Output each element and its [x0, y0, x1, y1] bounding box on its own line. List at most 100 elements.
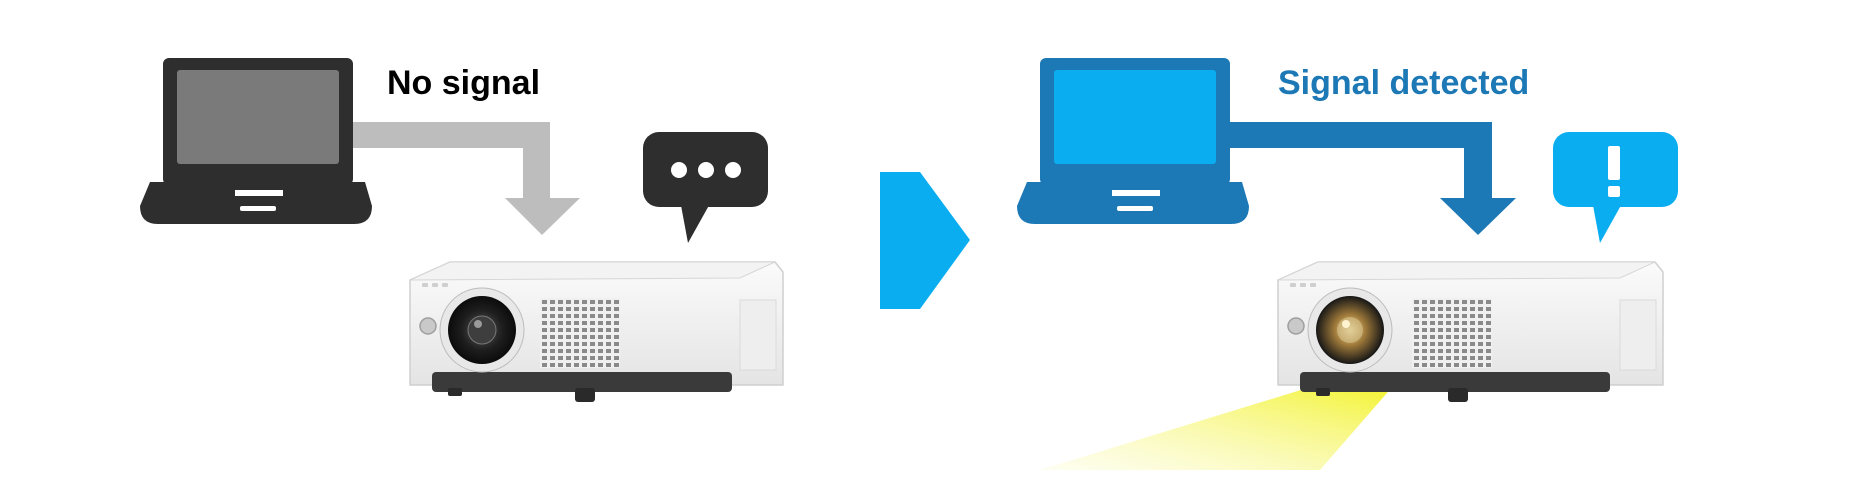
- vent-slot: [1454, 321, 1459, 325]
- vent-slot: [590, 363, 595, 367]
- vent-slot: [1462, 349, 1467, 353]
- vent-slot: [1462, 328, 1467, 332]
- vent-slot: [1414, 307, 1419, 311]
- vent-slot: [558, 314, 563, 318]
- vent-slot: [606, 356, 611, 360]
- vent-slot: [1430, 356, 1435, 360]
- vent-slot: [1430, 349, 1435, 353]
- vent-slot: [606, 300, 611, 304]
- vent-slot: [606, 328, 611, 332]
- vent-slot: [1478, 307, 1483, 311]
- vent-slot: [574, 321, 579, 325]
- vent-slot: [1462, 335, 1467, 339]
- vent-slot: [574, 349, 579, 353]
- status-label-no-signal: No signal: [387, 64, 541, 102]
- vent-slot: [566, 349, 571, 353]
- vent-slot: [558, 300, 563, 304]
- vent-slot: [1446, 349, 1451, 353]
- vent-slot: [1422, 356, 1427, 360]
- vent-slot: [614, 335, 619, 339]
- cable-arrow: [1230, 122, 1516, 235]
- vent-slot: [1422, 335, 1427, 339]
- touchpad: [240, 206, 276, 211]
- vent-slot: [1478, 300, 1483, 304]
- vent-slot: [582, 335, 587, 339]
- touchpad-slot: [235, 190, 283, 196]
- vent-slot: [1486, 300, 1491, 304]
- vent-slot: [1422, 314, 1427, 318]
- vent-slot: [614, 342, 619, 346]
- vent-slot: [582, 342, 587, 346]
- vent-slot: [558, 321, 563, 325]
- vent-slot: [558, 363, 563, 367]
- vent-slot: [1478, 349, 1483, 353]
- vent-slot: [1454, 314, 1459, 318]
- vent-slot: [606, 342, 611, 346]
- vent-slot: [598, 335, 603, 339]
- vent-slot: [1438, 300, 1443, 304]
- vent-slot: [1486, 342, 1491, 346]
- vent-slot: [1454, 307, 1459, 311]
- vent-slot: [1422, 342, 1427, 346]
- vent-slot: [1478, 356, 1483, 360]
- vent-slot: [1470, 300, 1475, 304]
- vent-slot: [606, 307, 611, 311]
- vent-slot: [598, 342, 603, 346]
- scene-signal-detected: [1017, 58, 1678, 470]
- vent-slot: [582, 321, 587, 325]
- vent-slot: [1486, 363, 1491, 367]
- vent-slot: [566, 335, 571, 339]
- vent-slot: [1438, 328, 1443, 332]
- scene-no-signal: [140, 58, 784, 402]
- vent-slot: [1454, 349, 1459, 353]
- vent-slot: [1486, 356, 1491, 360]
- vent-slot: [1430, 307, 1435, 311]
- vent-slot: [614, 363, 619, 367]
- vent-slot: [1462, 342, 1467, 346]
- vent-slot: [582, 307, 587, 311]
- vent-slot: [574, 335, 579, 339]
- vent-slot: [614, 314, 619, 318]
- vent-slot: [566, 321, 571, 325]
- vent-slot: [1486, 321, 1491, 325]
- projector: [1277, 261, 1664, 402]
- vent-slot: [1414, 328, 1419, 332]
- vent-slot: [590, 335, 595, 339]
- vent-slot: [574, 314, 579, 318]
- vent-slot: [590, 349, 595, 353]
- vent-slot: [1438, 335, 1443, 339]
- vent-slot: [1486, 349, 1491, 353]
- vent-slot: [566, 363, 571, 367]
- vent-slot: [614, 356, 619, 360]
- vent-slot: [1462, 321, 1467, 325]
- vent-slot: [1478, 363, 1483, 367]
- vent-slot: [590, 342, 595, 346]
- vent-slot: [1470, 321, 1475, 325]
- vent-slot: [614, 349, 619, 353]
- vent-slot: [590, 321, 595, 325]
- vent-slot: [1470, 328, 1475, 332]
- vent-slot: [574, 307, 579, 311]
- vent-slot: [1430, 363, 1435, 367]
- vent-slot: [542, 314, 547, 318]
- vent-slot: [590, 356, 595, 360]
- vent-slot: [542, 307, 547, 311]
- vent-slot: [566, 307, 571, 311]
- speech-bubble: [643, 132, 768, 243]
- vent-slot: [566, 300, 571, 304]
- vent-slot: [566, 356, 571, 360]
- vent-slot: [1438, 307, 1443, 311]
- laptop: [1017, 58, 1249, 224]
- vent-slot: [1446, 321, 1451, 325]
- vent-slot: [1486, 335, 1491, 339]
- vent-slot: [614, 307, 619, 311]
- vent-slot: [590, 307, 595, 311]
- vent-slot: [1446, 307, 1451, 311]
- vent-slot: [558, 335, 563, 339]
- vent-slot: [1470, 314, 1475, 318]
- vent-slot: [598, 349, 603, 353]
- touchpad: [1117, 206, 1153, 211]
- vent-slot: [606, 349, 611, 353]
